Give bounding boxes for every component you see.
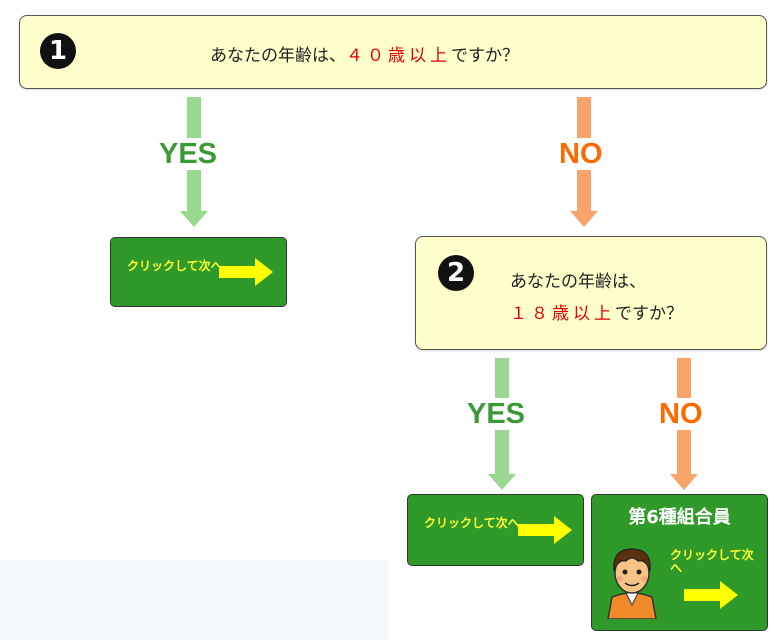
right-arrow-icon [518,516,574,544]
yes-label-2: YES [465,398,528,430]
question-2-box: 2 あなたの年齢は、 １８歳以上ですか？ [415,236,767,350]
question-1-prefix: あなたの年齢は、 [210,46,346,66]
next-button-label: クリックして次へ [127,259,223,273]
question-2-line2: １８歳以上ですか？ [510,299,683,324]
question-2-suffix: ですか？ [615,304,683,324]
question-2-line1: あなたの年齢は、 [510,272,646,292]
next-button-label: クリックして次へ [424,516,520,530]
question-1-box: 1 あなたの年齢は、４０歳以上ですか？ [19,15,767,89]
right-arrow-icon [684,581,740,609]
question-1-suffix: ですか？ [451,46,519,66]
next-button-2[interactable]: クリックして次へ [407,494,584,566]
question-1-highlight: ４０歳以上 [346,46,451,66]
bottom-panel [0,560,388,640]
question-2-highlight: １８歳以上 [510,304,615,324]
number-1-badge: 1 [40,33,76,69]
person-icon [607,548,657,619]
right-arrow-icon [219,258,275,286]
no-label-1: NO [557,138,605,170]
result-title: 第6種組合員 [628,507,731,528]
yes-label-1: YES [157,138,220,170]
next-button-1[interactable]: クリックして次へ [110,237,287,307]
result-6th-member-button[interactable]: 第6種組合員 クリックして次へ [591,494,768,631]
number-2-badge: 2 [438,255,474,291]
result-next-label: クリックして次へ [670,548,754,575]
no-label-2: NO [657,398,705,430]
question-1-text: あなたの年齢は、４０歳以上ですか？ [210,41,519,66]
